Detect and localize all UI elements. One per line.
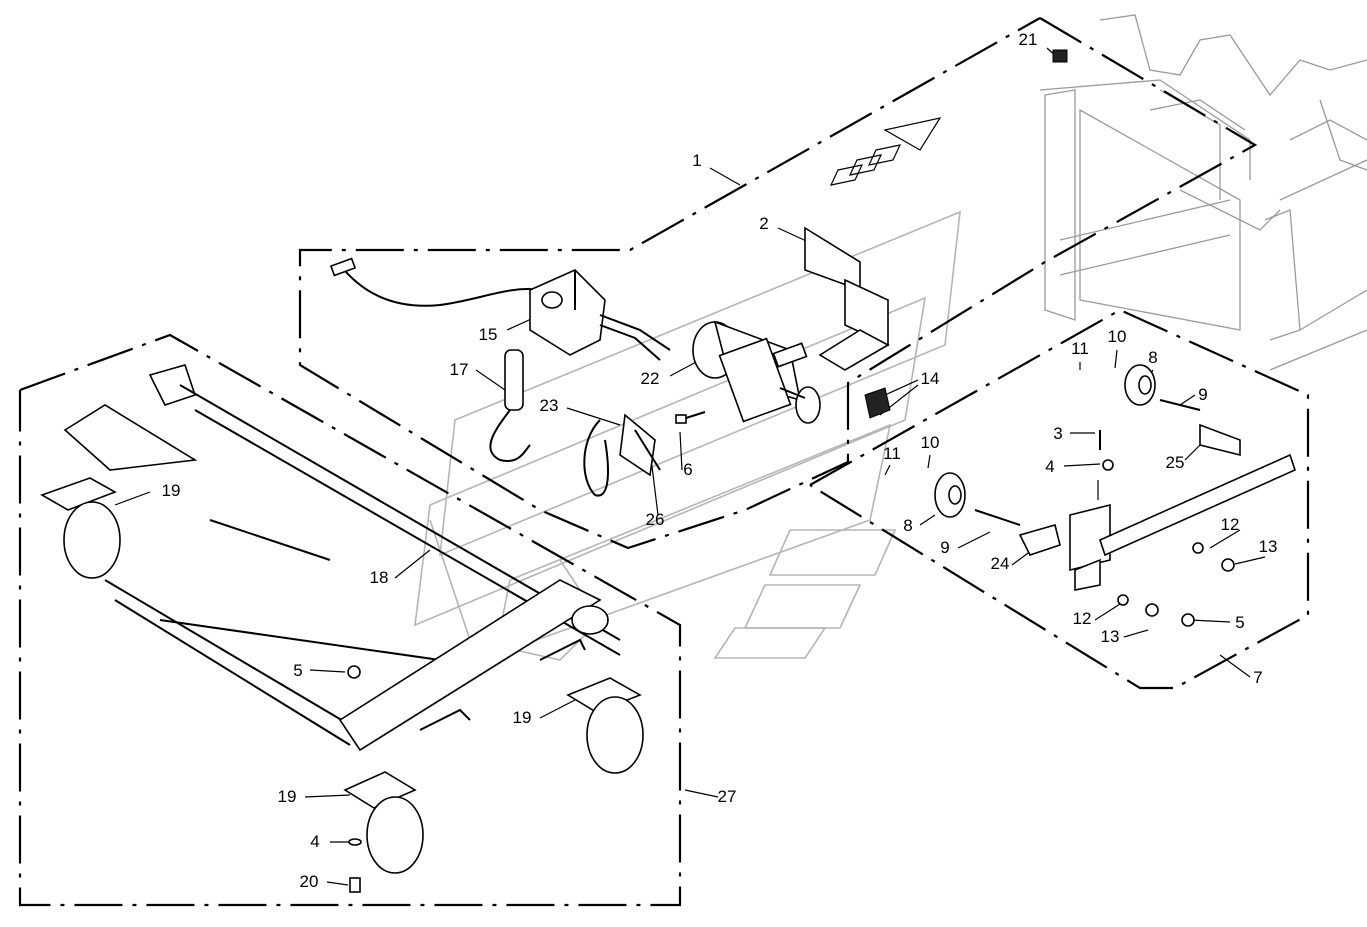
trolley-frame bbox=[63, 364, 621, 752]
trolley-hardware bbox=[347, 665, 362, 893]
callout-label: 10 bbox=[921, 433, 940, 452]
sensor bbox=[864, 387, 891, 419]
callout-label: 21 bbox=[1019, 30, 1038, 49]
callout-label: 11 bbox=[1071, 339, 1089, 358]
part-callouts: 1234455678899101011111212131314151718191… bbox=[162, 30, 1278, 891]
callout-label: 2 bbox=[759, 214, 768, 233]
winch bbox=[692, 320, 821, 424]
direction-arrow bbox=[829, 117, 942, 186]
callout-label: 17 bbox=[450, 360, 469, 379]
harvester-frame-background bbox=[1039, 14, 1367, 371]
callout-label: 12 bbox=[1073, 609, 1092, 628]
callout-label: 19 bbox=[278, 787, 297, 806]
callout-label: 5 bbox=[293, 661, 302, 680]
watermark-logo bbox=[414, 210, 961, 661]
callout-label: 9 bbox=[1198, 385, 1207, 404]
callout-label: 7 bbox=[1253, 668, 1262, 687]
callout-label: 23 bbox=[540, 396, 559, 415]
callout-label: 18 bbox=[370, 568, 389, 587]
callout-label: 13 bbox=[1101, 627, 1120, 646]
callout-label: 12 bbox=[1221, 515, 1240, 534]
caster-wheel-3 bbox=[343, 771, 424, 874]
remote-control bbox=[489, 349, 531, 462]
callout-label: 24 bbox=[991, 554, 1010, 573]
caster-wheel-1 bbox=[40, 477, 121, 579]
switch-bracket bbox=[619, 413, 661, 477]
callout-label: 20 bbox=[300, 872, 319, 891]
caster-wheel-2 bbox=[566, 677, 644, 774]
callout-label: 3 bbox=[1053, 424, 1062, 443]
callout-label: 27 bbox=[718, 787, 737, 806]
callout-label: 15 bbox=[479, 325, 498, 344]
callout-label: 5 bbox=[1235, 613, 1244, 632]
clip bbox=[1052, 49, 1068, 63]
control-box bbox=[329, 257, 671, 361]
callout-label: 4 bbox=[310, 832, 319, 851]
callout-label: 22 bbox=[641, 369, 660, 388]
callout-label: 19 bbox=[513, 708, 532, 727]
callout-label: 11 bbox=[883, 444, 901, 463]
bolt bbox=[675, 411, 706, 424]
callout-label: 8 bbox=[903, 516, 912, 535]
mounting-bracket bbox=[804, 226, 890, 371]
callout-label: 1 bbox=[692, 151, 701, 170]
callout-label: 4 bbox=[1045, 457, 1054, 476]
callout-label: 9 bbox=[940, 538, 949, 557]
callout-label: 26 bbox=[646, 510, 665, 529]
callout-label: 25 bbox=[1166, 453, 1185, 472]
callout-label: 6 bbox=[683, 460, 692, 479]
callout-label: 8 bbox=[1148, 348, 1157, 367]
callout-label: 14 bbox=[921, 369, 940, 388]
callout-label: 13 bbox=[1259, 537, 1278, 556]
callout-label: 19 bbox=[162, 481, 181, 500]
assembly-boundaries bbox=[18, 17, 1310, 907]
pulley-assembly bbox=[884, 362, 1296, 627]
callout-label: 10 bbox=[1108, 327, 1127, 346]
cable-loop bbox=[583, 419, 609, 497]
